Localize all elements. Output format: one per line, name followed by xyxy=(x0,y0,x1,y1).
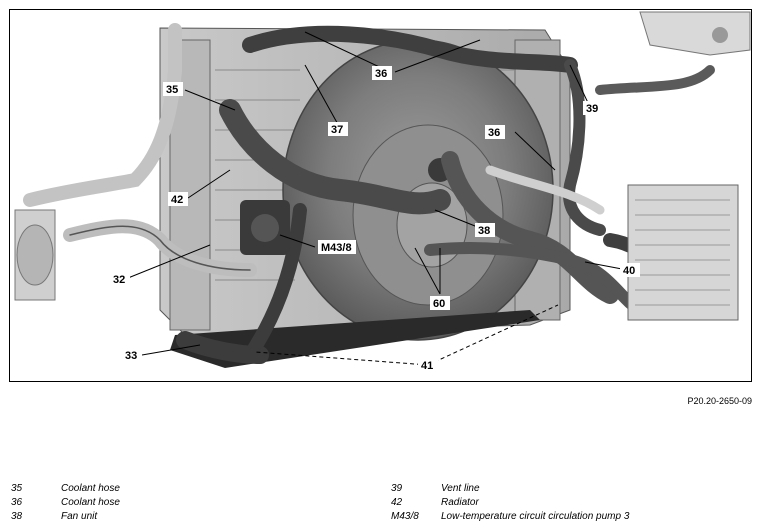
callout-40: 40 xyxy=(620,263,640,277)
callout-38-text: 38 xyxy=(478,225,490,237)
callout-42-text: 42 xyxy=(171,194,183,206)
callout-41-text: 41 xyxy=(421,360,433,372)
legend-right: 39 Vent line 42 Radiator M43/8 Low-temperat… xyxy=(391,482,629,524)
callout-m43-8: M43/8 xyxy=(318,240,356,254)
callout-36-top: 36 xyxy=(372,66,392,80)
hoses xyxy=(23,23,715,364)
callout-m43-8-text: M43/8 xyxy=(321,242,352,254)
legend-number: 35 xyxy=(11,483,23,494)
callout-60-text: 60 xyxy=(433,298,445,310)
callout-33: 33 xyxy=(122,348,142,362)
legend-number: 39 xyxy=(391,483,403,494)
legend-row: 38 Fan unit xyxy=(11,510,120,524)
callout-32: 32 xyxy=(110,272,130,286)
legend-row: M43/8 Low-temperature circuit circulation… xyxy=(391,510,629,524)
callout-38: 38 xyxy=(475,223,495,237)
callout-36-right: 36 xyxy=(485,125,505,139)
illustration-canvas: 35 36 37 36 39 42 38 M43/8 32 40 60 xyxy=(14,11,751,372)
figure-code: P20.20-2650-09 xyxy=(687,396,752,406)
callout-39-text: 39 xyxy=(586,103,598,115)
fan-unit xyxy=(282,39,554,341)
legend-row: 42 Radiator xyxy=(391,496,629,510)
callout-37: 37 xyxy=(328,122,348,136)
legend-text: Coolant hose xyxy=(61,483,120,494)
callout-36-top-text: 36 xyxy=(375,68,387,80)
legend-row: 35 Coolant hose xyxy=(11,482,120,496)
callout-35-text: 35 xyxy=(166,84,178,96)
legend-number: M43/8 xyxy=(391,511,419,522)
callout-60: 60 xyxy=(430,296,450,310)
legend-row: 36 Coolant hose xyxy=(11,496,120,510)
callout-39: 39 xyxy=(583,101,603,115)
callout-36-right-text: 36 xyxy=(488,127,500,139)
legend-number: 42 xyxy=(391,497,403,508)
callout-35: 35 xyxy=(163,82,183,96)
legend-number: 38 xyxy=(11,511,23,522)
right-auxiliary-cooler xyxy=(627,184,739,321)
callout-42: 42 xyxy=(168,192,188,206)
legend-text: Coolant hose xyxy=(61,497,120,508)
legend-text: Low-temperature circuit circulation pump… xyxy=(441,511,630,522)
callout-40-text: 40 xyxy=(623,265,635,277)
circulation-pump-m43-8 xyxy=(240,200,290,255)
cooling-module-illustration: 35 36 37 36 39 42 38 M43/8 32 40 60 xyxy=(9,9,752,382)
expansion-tank xyxy=(639,11,751,56)
callout-33-text: 33 xyxy=(125,350,137,362)
legend-row: 39 Vent line xyxy=(391,482,629,496)
legend-text: Vent line xyxy=(441,483,480,494)
callout-41: 41 xyxy=(418,358,438,372)
left-pump xyxy=(14,209,56,301)
callout-32-text: 32 xyxy=(113,274,125,286)
legend-text: Fan unit xyxy=(61,511,98,522)
callout-37-text: 37 xyxy=(331,124,343,136)
legend-text: Radiator xyxy=(441,497,479,508)
legend-number: 36 xyxy=(11,497,23,508)
